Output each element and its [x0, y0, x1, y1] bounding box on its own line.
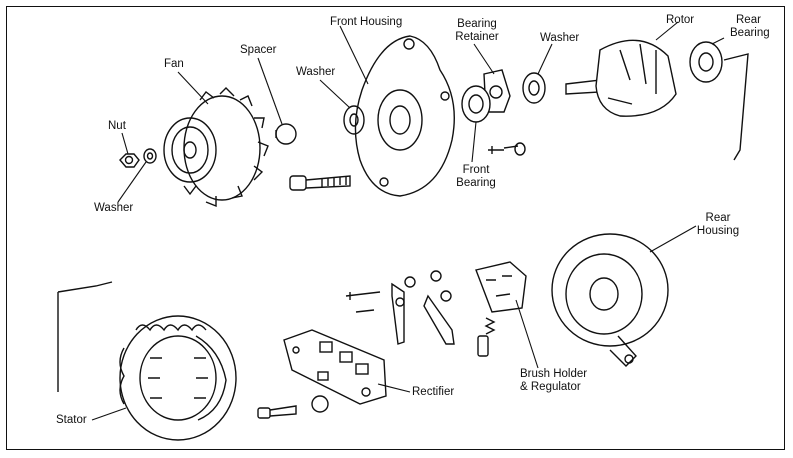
- label-rear-housing-2: Housing: [696, 225, 740, 237]
- label-stator: Stator: [56, 414, 87, 426]
- through-bolt-part: [289, 175, 351, 191]
- washer-right-part: [522, 72, 546, 104]
- spacer-part: [275, 123, 297, 145]
- label-washer-right: Washer: [540, 32, 580, 44]
- label-front-housing: Front Housing: [330, 16, 403, 28]
- label-bearing-retainer-2: Retainer: [455, 31, 499, 43]
- label-washer-mid: Washer: [296, 66, 336, 78]
- label-front-bearing-1: Front: [462, 164, 490, 176]
- label-front-bearing-2: Bearing: [456, 177, 496, 189]
- label-rear-bearing-2: Bearing: [730, 27, 770, 39]
- washer-mid-part: [343, 105, 365, 135]
- label-brush-holder-1: Brush Holder: [520, 368, 588, 380]
- rectifier-bolt-part: [257, 395, 329, 419]
- rear-housing-part: [551, 233, 669, 367]
- washer-small-part: [143, 148, 157, 164]
- front-bearing-part: [461, 85, 491, 123]
- hardware-part: [345, 270, 455, 345]
- label-nut: Nut: [108, 120, 126, 132]
- label-fan: Fan: [164, 58, 184, 70]
- label-washer-left: Washer: [94, 202, 134, 214]
- rectifier-part: [283, 329, 387, 405]
- label-spacer: Spacer: [240, 44, 277, 56]
- fan-part: [183, 87, 269, 208]
- label-rectifier: Rectifier: [412, 386, 455, 398]
- label-rear-housing-1: Rear: [705, 212, 731, 224]
- nut-part: [119, 153, 140, 168]
- rear-bearing-part: [689, 41, 723, 83]
- label-rotor: Rotor: [666, 14, 695, 26]
- diagram-frame: [6, 6, 785, 450]
- alignment-line-top: [723, 53, 749, 161]
- brush-holder-part: [475, 261, 527, 357]
- pulley-part: [163, 117, 217, 183]
- leader-lines: [91, 21, 725, 421]
- front-housing-part: [354, 35, 455, 197]
- stator-part: [119, 315, 237, 441]
- label-bearing-retainer-1: Bearing: [457, 18, 497, 30]
- retainer-screws-part: [488, 142, 526, 156]
- label-rear-bearing-1: Rear: [736, 14, 761, 26]
- rotor-part: [565, 39, 677, 117]
- alignment-line-left: [57, 281, 113, 392]
- label-brush-holder-2: & Regulator: [520, 381, 581, 393]
